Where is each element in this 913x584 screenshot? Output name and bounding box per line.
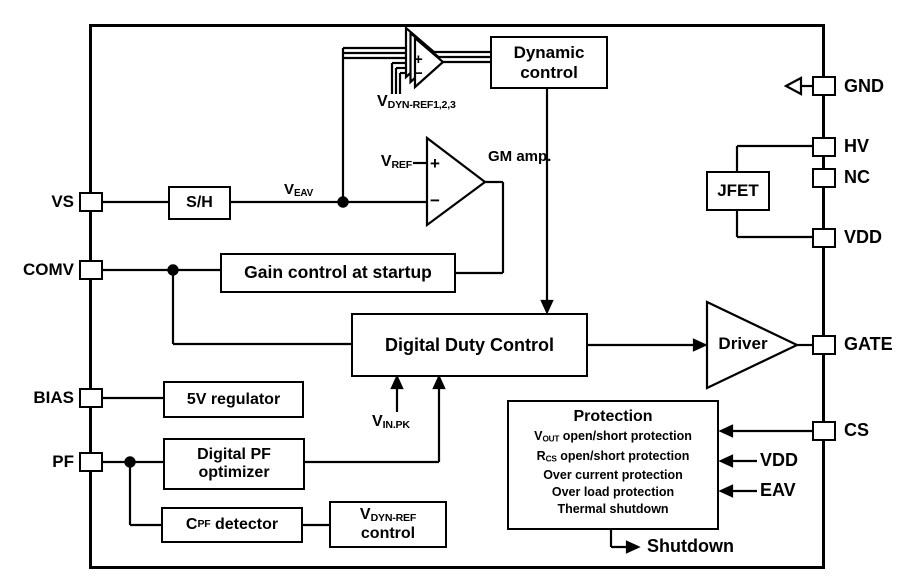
sample-hold-block: S/H <box>168 186 231 220</box>
pin-label-bias: BIAS <box>33 388 74 407</box>
ic-outline <box>89 24 825 569</box>
prot-0-base: V <box>534 428 543 443</box>
vinpk-base: V <box>372 413 383 430</box>
gm-amp-label: GM amp. <box>488 148 552 165</box>
gm-amp-minus-sign: − <box>430 191 440 210</box>
veav-sub: EAV <box>294 187 313 199</box>
protection-item: RCS open/short protection <box>537 448 690 468</box>
regulator-block: 5V regulator <box>163 381 304 418</box>
jfet-block: JFET <box>706 171 770 211</box>
vref-label: VREF <box>362 153 412 171</box>
pin-vs <box>79 192 103 212</box>
protection-block: Protection VOUT open/short protection RC… <box>507 400 719 530</box>
digital-duty-control-label: Digital Duty Control <box>385 334 554 355</box>
arrowhead-right <box>692 338 708 352</box>
protection-item: Thermal shutdown <box>557 501 668 518</box>
dynamic-control-line2: control <box>520 62 578 82</box>
comparator-triangle-1 <box>413 35 445 90</box>
regulator-label: 5V regulator <box>186 390 281 408</box>
digital-pf-optimizer-block: Digital PF optimizer <box>163 438 305 490</box>
arrowhead-left <box>718 454 734 468</box>
vdynref-control-block: VDYN-REF control <box>329 501 447 548</box>
dynamic-control-line1: Dynamic <box>513 43 585 63</box>
gm-amp-plus-sign: + <box>430 154 440 173</box>
pin-label-nc: NC <box>844 167 870 187</box>
vdynref-base: V <box>359 506 371 524</box>
cpf-detector-base: C <box>185 516 198 534</box>
prot-0-sub: OUT <box>542 434 560 444</box>
pf-optimizer-line2: optimizer <box>198 464 270 481</box>
vinpk-sub: IN.PK <box>382 419 410 432</box>
arrowhead-up <box>390 374 404 390</box>
pin-label-cs: CS <box>844 420 870 440</box>
jfet-label: JFET <box>717 181 759 201</box>
arrowhead-down <box>540 299 554 315</box>
pin-label-comv: COMV <box>23 260 74 279</box>
pin-cs <box>812 421 836 441</box>
pin-nc <box>812 168 836 188</box>
shutdown-label: Shutdown <box>647 536 734 556</box>
prot-4-rest: Thermal shutdown <box>557 502 669 517</box>
digital-duty-control-block: Digital Duty Control <box>351 313 588 377</box>
pin-gate <box>812 335 836 355</box>
prot-1-sub: CS <box>545 454 557 464</box>
prot-1-rest: open/short protection <box>556 448 690 463</box>
prot-2-rest: Over current protection <box>543 468 683 483</box>
sample-hold-label: S/H <box>186 194 213 212</box>
pin-label-vdd: VDD <box>844 227 883 247</box>
pin-pf <box>79 452 103 472</box>
comparator-plus-sign: + <box>414 51 423 68</box>
driver-label: Driver <box>718 334 768 353</box>
eav-signal-label: EAV <box>760 480 796 500</box>
pin-vdd <box>812 228 836 248</box>
comparator-minus-sign: − <box>414 65 423 82</box>
vdynref-control-line2: control <box>360 525 416 543</box>
prot-1-base: R <box>536 448 546 463</box>
vinpk-label: VIN.PK <box>372 413 410 431</box>
gnd-arrow-icon <box>783 76 803 96</box>
pf-optimizer-line1: Digital PF <box>197 446 271 464</box>
arrowhead-left <box>718 424 734 438</box>
pin-label-gnd: GND <box>844 76 884 96</box>
vref-base: V <box>380 153 392 170</box>
pin-bias <box>79 388 103 408</box>
vdd-signal-label: VDD <box>760 450 799 470</box>
protection-item: Over load protection <box>552 484 674 501</box>
gain-control-label: Gain control at startup <box>244 262 432 283</box>
vdynref-sub: DYN-REF <box>370 512 417 525</box>
arrowhead-right <box>625 540 641 554</box>
veav-junction-dot <box>337 196 349 208</box>
protection-item: VOUT open/short protection <box>534 428 692 448</box>
pin-label-gate: GATE <box>844 334 893 354</box>
prot-3-rest: Over load protection <box>551 485 675 500</box>
pin-label-pf: PF <box>52 452 74 471</box>
protection-item: Over current protection <box>543 467 683 484</box>
vdynref-control-line1: VDYN-REF <box>360 506 416 525</box>
arrowhead-up <box>432 374 446 390</box>
arrowhead-left <box>718 484 734 498</box>
driver-triangle <box>705 300 800 390</box>
gain-control-block: Gain control at startup <box>220 253 456 293</box>
dynamic-control-block: Dynamic control <box>490 36 608 89</box>
veav-label: VEAV <box>284 181 313 199</box>
pin-label-hv: HV <box>844 136 870 156</box>
protection-title: Protection <box>573 408 653 425</box>
vref-sub: REF <box>391 159 413 172</box>
pin-gnd <box>812 76 836 96</box>
vdynref123-sub: DYN-REF1,2,3 <box>387 99 456 112</box>
vdynref123-base: V <box>377 93 388 110</box>
prot-0-rest: open/short protection <box>559 428 692 443</box>
vdynref123-label: VDYN-REF1,2,3 <box>377 93 456 111</box>
gm-amp-triangle <box>425 135 487 228</box>
cpf-detector-rest: detector <box>210 516 279 534</box>
veav-base: V <box>284 181 295 198</box>
pin-label-vs: VS <box>51 192 74 211</box>
pin-hv <box>812 137 836 157</box>
pin-comv <box>79 260 103 280</box>
cpf-detector-sub: PF <box>197 518 211 531</box>
